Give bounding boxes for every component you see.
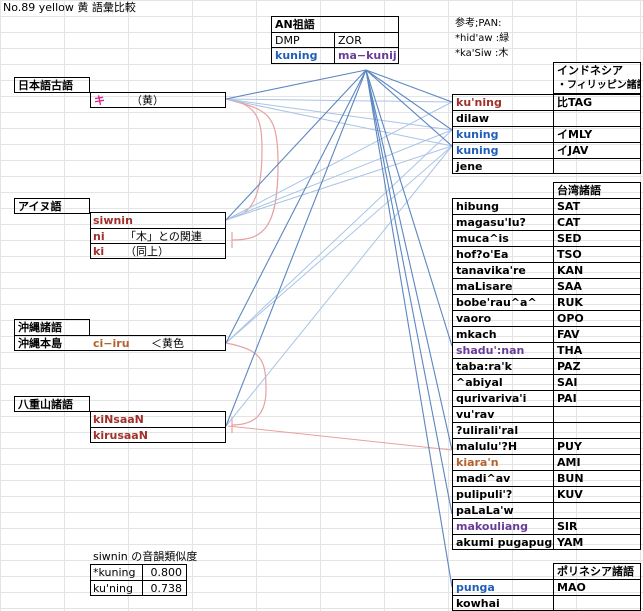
taiwan-word: shadu':nan (452, 342, 553, 358)
taiwan-word: vu'rav (452, 406, 553, 422)
similarity-label-1: *kuning (93, 566, 136, 579)
taiwan-code: OPO (553, 310, 641, 326)
japanese-gloss: （黄） (128, 92, 226, 108)
red-bracket-japanese-ainu (225, 98, 279, 241)
taiwan-code: RUK (553, 294, 641, 310)
yaeyama-header: 八重山諸語 (14, 396, 90, 412)
similarity-value-1: 0.800 (142, 565, 186, 581)
indonesia-word: jene (452, 158, 553, 174)
proto-dmp-label: DMP (272, 32, 334, 48)
taiwan-word: mkach (452, 326, 553, 342)
indonesia-word: kuning (452, 142, 553, 158)
taiwan-word: ?ulirali'ral (452, 422, 553, 438)
red-bracket-okinawa-yaeyama (225, 342, 267, 426)
proto-lines (225, 69, 453, 588)
taiwan-code: CAT (553, 214, 641, 230)
taiwan-word: kiara'n (452, 454, 553, 470)
taiwan-code: AMI (553, 454, 641, 470)
ainu-word-2: ni (90, 228, 122, 244)
similarity-title: siwnin の音韻類似度 (93, 550, 198, 563)
proto-header: AN祖語 (275, 18, 315, 31)
taiwan-word: makouliang (452, 518, 553, 534)
taiwan-code: TSO (553, 246, 641, 262)
similarity-value-2: 0.738 (142, 580, 186, 596)
taiwan-word: hibung (452, 198, 553, 214)
japanese-word: キ (90, 92, 128, 108)
taiwan-code: SED (553, 230, 641, 246)
proto-zor-value: ma−kunij (334, 47, 398, 63)
taiwan-code: YAM (553, 534, 641, 550)
taiwan-word: hof?o'Ea (452, 246, 553, 262)
taiwan-word: malulu'?H (452, 438, 553, 454)
taiwan-word: magasu'lu? (452, 214, 553, 230)
taiwan-word: bobe'rau^a^ (452, 294, 553, 310)
taiwan-word: vaoro (452, 310, 553, 326)
ainu-word-1: siwnin (93, 214, 133, 227)
proto-box (271, 16, 399, 64)
taiwan-word: muca^is (452, 230, 553, 246)
indonesia-code: 比TAG (553, 94, 641, 110)
taiwan-code: THA (553, 342, 641, 358)
taiwan-code (553, 406, 641, 422)
polynesia-word: punga (452, 579, 553, 595)
taiwan-code (553, 422, 641, 438)
proto-dmp-value: kuning (272, 47, 334, 63)
okinawa-gloss: ＜黄色 (148, 335, 226, 351)
taiwan-code: PUY (553, 438, 641, 454)
taiwan-header: 台湾諸語 (553, 182, 641, 198)
indonesia-word: kuning (452, 126, 553, 142)
taiwan-word: madi^av (452, 470, 553, 486)
taiwan-word: qurivariva'i (452, 390, 553, 406)
taiwan-word: akumi pugapuga (452, 534, 553, 550)
polynesia-code: MAO (553, 579, 641, 595)
taiwan-word: maLisare (452, 278, 553, 294)
ainu-gloss-3: （同上） (122, 243, 225, 259)
indonesia-header-box (553, 62, 641, 94)
taiwan-word: taba:ra'k (452, 358, 553, 374)
taiwan-word: ^abiyal (452, 374, 553, 390)
light-lines (225, 98, 453, 427)
indonesia-code (553, 110, 641, 126)
japanese-header: 日本語古語 (14, 77, 90, 93)
taiwan-code: BUN (553, 470, 641, 486)
ainu-header: アイヌ語 (14, 198, 90, 214)
taiwan-word: paLaLa'w (452, 502, 553, 518)
taiwan-code: KAN (553, 262, 641, 278)
proto-zor-label: ZOR (334, 32, 398, 48)
yaeyama-word-1: kiNsaaN (93, 413, 144, 426)
similarity-label-2: ku'ning (90, 580, 142, 596)
taiwan-code: FAV (553, 326, 641, 342)
indonesia-header-1: インドネシア (557, 64, 623, 77)
taiwan-code: KUV (553, 486, 641, 502)
note-line-2: *hid'aw :緑 (455, 33, 510, 44)
indonesia-word: ku'ning (452, 94, 553, 110)
taiwan-code (553, 502, 641, 518)
taiwan-code: PAI (553, 390, 641, 406)
okinawa-word: ci−iru (90, 335, 148, 351)
ainu-word-3: ki (90, 243, 122, 259)
taiwan-code: SAT (553, 198, 641, 214)
taiwan-word: pulipuli'? (452, 486, 553, 502)
ainu-block (90, 212, 226, 259)
note-line-3: *ka'Siw :木 (455, 48, 509, 59)
okinawa-header: 沖縄諸語 (14, 319, 90, 335)
polynesia-header: ポリネシア諸語 (553, 563, 641, 579)
indonesia-code: イJAV (553, 142, 641, 158)
indonesia-code (553, 158, 641, 174)
taiwan-code: SAI (553, 374, 641, 390)
okinawa-sub: 沖縄本島 (14, 335, 90, 351)
taiwan-code: SAA (553, 278, 641, 294)
yaeyama-word-2: kirusaaN (90, 427, 225, 443)
ainu-gloss-2: 「木」との関連 (122, 228, 225, 244)
indonesia-word: dilaw (452, 110, 553, 126)
taiwan-word: tanavika're (452, 262, 553, 278)
taiwan-code: SIR (553, 518, 641, 534)
indonesia-code: イMLY (553, 126, 641, 142)
page-title: No.89 yellow 黄 語彙比較 (3, 1, 136, 14)
note-line-1: 参考;PAN: (455, 18, 502, 29)
taiwan-code: PAZ (553, 358, 641, 374)
red-line-yaeyama-amiS (227, 425, 453, 451)
indonesia-header-2: ・フィリッピン諸語 (557, 80, 640, 91)
